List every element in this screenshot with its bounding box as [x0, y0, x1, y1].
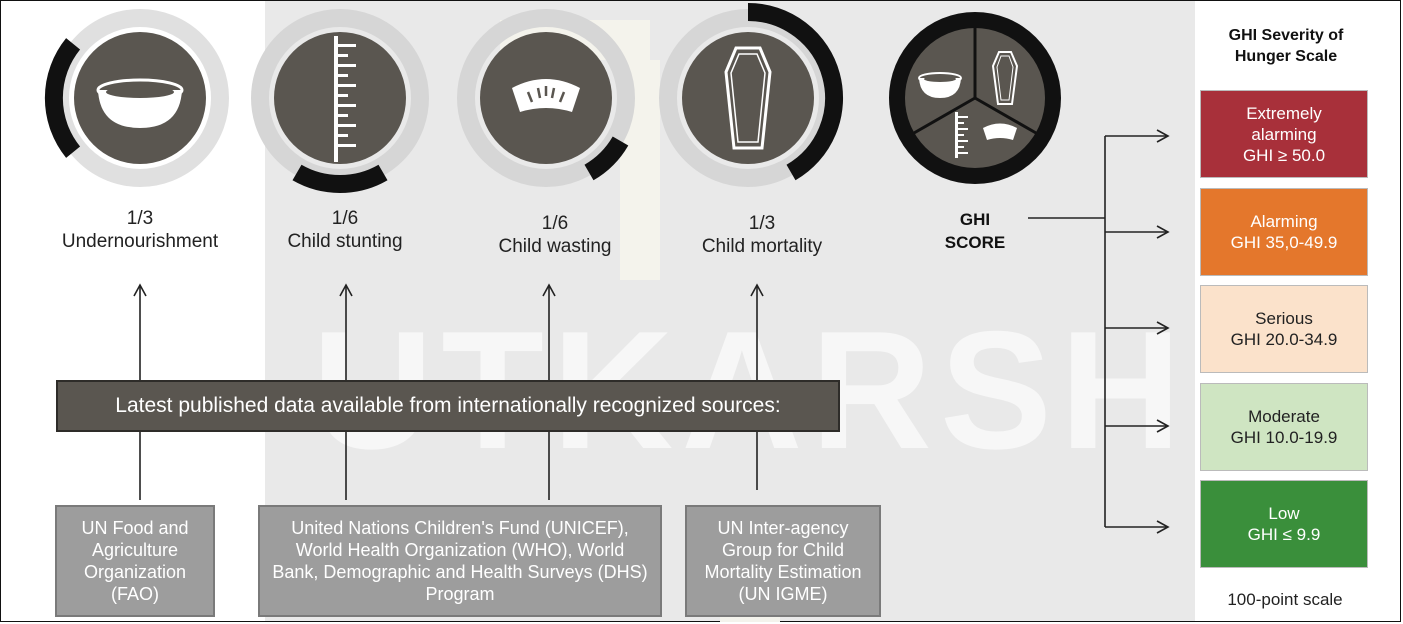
- indicator-fraction: 1/3: [126, 208, 154, 229]
- indicator-fraction: 1/6: [331, 208, 359, 229]
- ruler-icon: [955, 112, 968, 158]
- bowl-icon: [96, 78, 184, 128]
- ghi-score-line1: GHI: [959, 210, 991, 229]
- source-fao-text: UN Food and Agriculture Organization (FA…: [81, 518, 189, 604]
- bowl-icon: [918, 72, 962, 98]
- scale-title: GHI Severity of Hunger Scale: [1228, 27, 1344, 65]
- scale-level-range: GHI ≥ 50.0: [1242, 145, 1326, 165]
- indicator-fraction: 1/3: [748, 213, 776, 234]
- scale-level-name: Alarming: [1250, 212, 1318, 231]
- indicator-fraction: 1/6: [541, 213, 569, 234]
- weighing-scale-icon: [983, 123, 1017, 140]
- scale-level-name: Moderate: [1248, 407, 1320, 426]
- scale-note: 100-point scale: [1227, 590, 1343, 609]
- indicator-name: Child stunting: [287, 231, 403, 252]
- scale-connector: [1028, 129, 1170, 534]
- scale-moderate: Moderate GHI 10.0-19.9: [1200, 383, 1368, 471]
- ghi-score-line2: SCORE: [944, 233, 1006, 252]
- ghi-score-label: GHI SCORE: [915, 208, 1035, 254]
- scale-level-name: Extremely alarming: [1246, 103, 1322, 144]
- undernourishment-icon: [44, 9, 229, 187]
- source-un-igme: UN Inter-agency Group for Child Mortalit…: [685, 505, 881, 617]
- scale-level-range: GHI ≤ 9.9: [1247, 525, 1321, 544]
- source-unicef-who-text: United Nations Children's Fund (UNICEF),…: [272, 518, 648, 604]
- source-unicef-who: United Nations Children's Fund (UNICEF),…: [258, 505, 662, 617]
- child-mortality-icon: [659, 3, 844, 187]
- indicator-child-stunting: 1/6 Child stunting: [270, 207, 420, 253]
- coffin-icon: [724, 46, 772, 150]
- scale-level-range: GHI 20.0-34.9: [1230, 330, 1338, 349]
- indicator-name: Child wasting: [498, 236, 612, 257]
- scale-low: Low GHI ≤ 9.9: [1200, 480, 1368, 568]
- indicator-child-wasting: 1/6 Child wasting: [480, 212, 630, 258]
- source-un-igme-text: UN Inter-agency Group for Child Mortalit…: [704, 518, 862, 604]
- data-sources-banner: Latest published data available from int…: [56, 380, 840, 432]
- indicator-name: Undernourishment: [61, 231, 219, 252]
- child-stunting-icon: [251, 9, 429, 194]
- scale-level-range: GHI 35,0-49.9: [1230, 233, 1338, 252]
- scale-alarming: Alarming GHI 35,0-49.9: [1200, 188, 1368, 276]
- scale-serious: Serious GHI 20.0-34.9: [1200, 285, 1368, 373]
- weighing-scale-icon: [512, 79, 580, 112]
- scale-level-name: Low: [1268, 504, 1300, 523]
- indicator-name: Child mortality: [701, 236, 823, 257]
- scale-level-range: GHI 10.0-19.9: [1230, 428, 1338, 447]
- ghi-composite-icon: [889, 12, 1061, 184]
- indicator-undernourishment: 1/3 Undernourishment: [50, 207, 230, 253]
- scale-level-name: Serious: [1255, 309, 1313, 328]
- source-fao: UN Food and Agriculture Organization (FA…: [55, 505, 215, 617]
- child-wasting-icon: [457, 9, 635, 187]
- indicator-child-mortality: 1/3 Child mortality: [682, 212, 842, 258]
- scale-extremely-alarming: Extremely alarming GHI ≥ 50.0: [1200, 90, 1368, 178]
- coffin-icon: [991, 51, 1019, 105]
- ruler-icon: [334, 36, 356, 162]
